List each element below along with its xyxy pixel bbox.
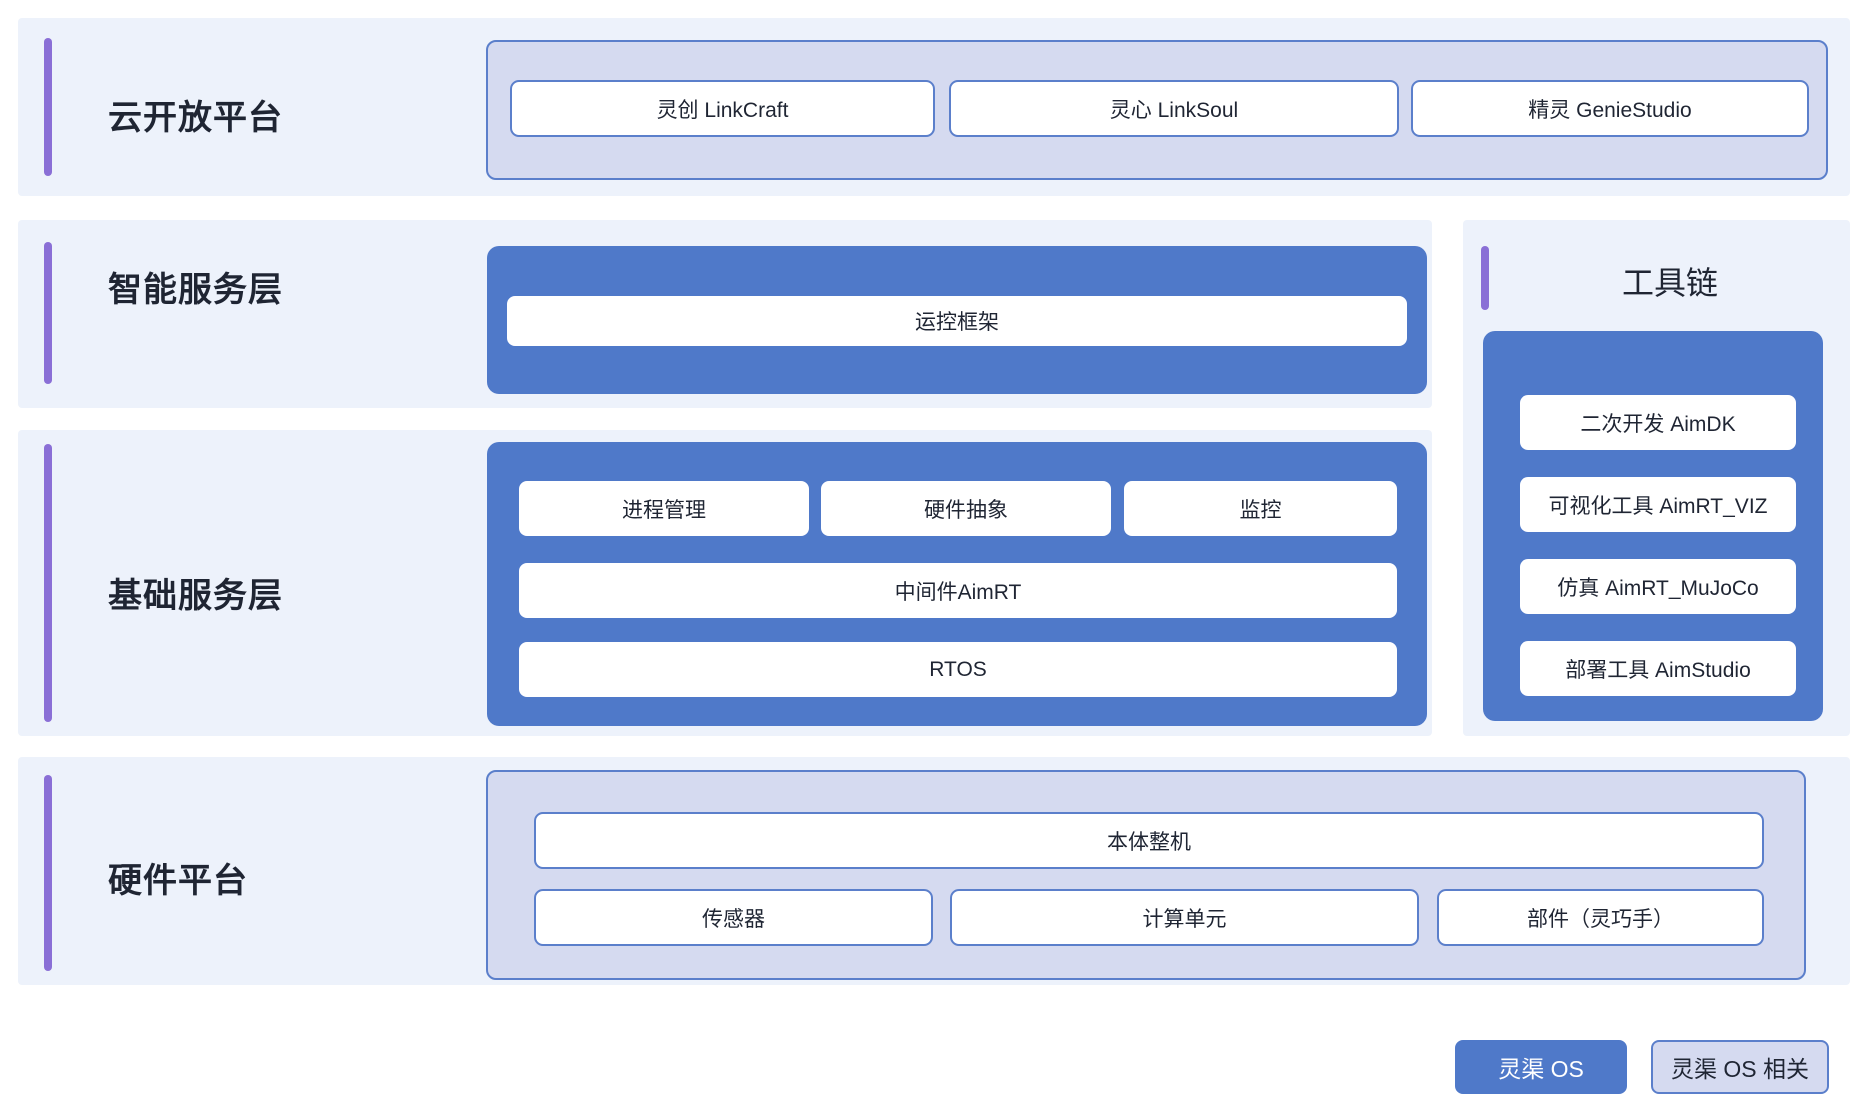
accent-bar-hardware-platform [44,775,52,971]
accent-bar-intelligent-service-layer [44,242,52,384]
legend: 灵渠 OS 灵渠 OS 相关 [1455,1040,1830,1094]
box-geniestudio[interactable]: 精灵 GenieStudio [1411,80,1809,137]
layer-label-basic-service-layer: 基础服务层 [108,577,283,615]
layer-label-hardware-platform: 硬件平台 [108,862,248,900]
box-main-body[interactable]: 本体整机 [534,812,1764,869]
box-control-framework[interactable]: 运控框架 [507,296,1407,346]
box-rtos[interactable]: RTOS [519,642,1397,697]
accent-bar-cloud-open-platform [44,38,52,176]
box-linksoul[interactable]: 灵心 LinkSoul [949,80,1399,137]
panel-hardware-platform [486,770,1806,980]
box-middleware-aimrt[interactable]: 中间件AimRT [519,563,1397,618]
box-compute-unit[interactable]: 计算单元 [950,889,1419,946]
box-aimstudio[interactable]: 部署工具 AimStudio [1520,641,1796,696]
legend-item-lingqu-os-related[interactable]: 灵渠 OS 相关 [1651,1040,1830,1094]
toolchain-title: 工具链 [1622,265,1719,301]
box-hardware-abstraction[interactable]: 硬件抽象 [821,481,1111,536]
box-sensors[interactable]: 传感器 [534,889,933,946]
legend-item-lingqu-os[interactable]: 灵渠 OS [1455,1040,1627,1094]
box-aimrt-viz[interactable]: 可视化工具 AimRT_VIZ [1520,477,1796,532]
box-aimdk[interactable]: 二次开发 AimDK [1520,395,1796,450]
box-aimrt-mujoco[interactable]: 仿真 AimRT_MuJoCo [1520,559,1796,614]
accent-bar-toolchain [1481,246,1489,310]
box-components-dexterous-hand[interactable]: 部件（灵巧手） [1437,889,1764,946]
accent-bar-basic-service-layer [44,444,52,722]
layer-label-intelligent-service-layer: 智能服务层 [108,271,283,309]
box-process-management[interactable]: 进程管理 [519,481,809,536]
box-monitoring[interactable]: 监控 [1124,481,1397,536]
layer-label-cloud-open-platform: 云开放平台 [108,99,283,137]
box-linkcraft[interactable]: 灵创 LinkCraft [510,80,935,137]
